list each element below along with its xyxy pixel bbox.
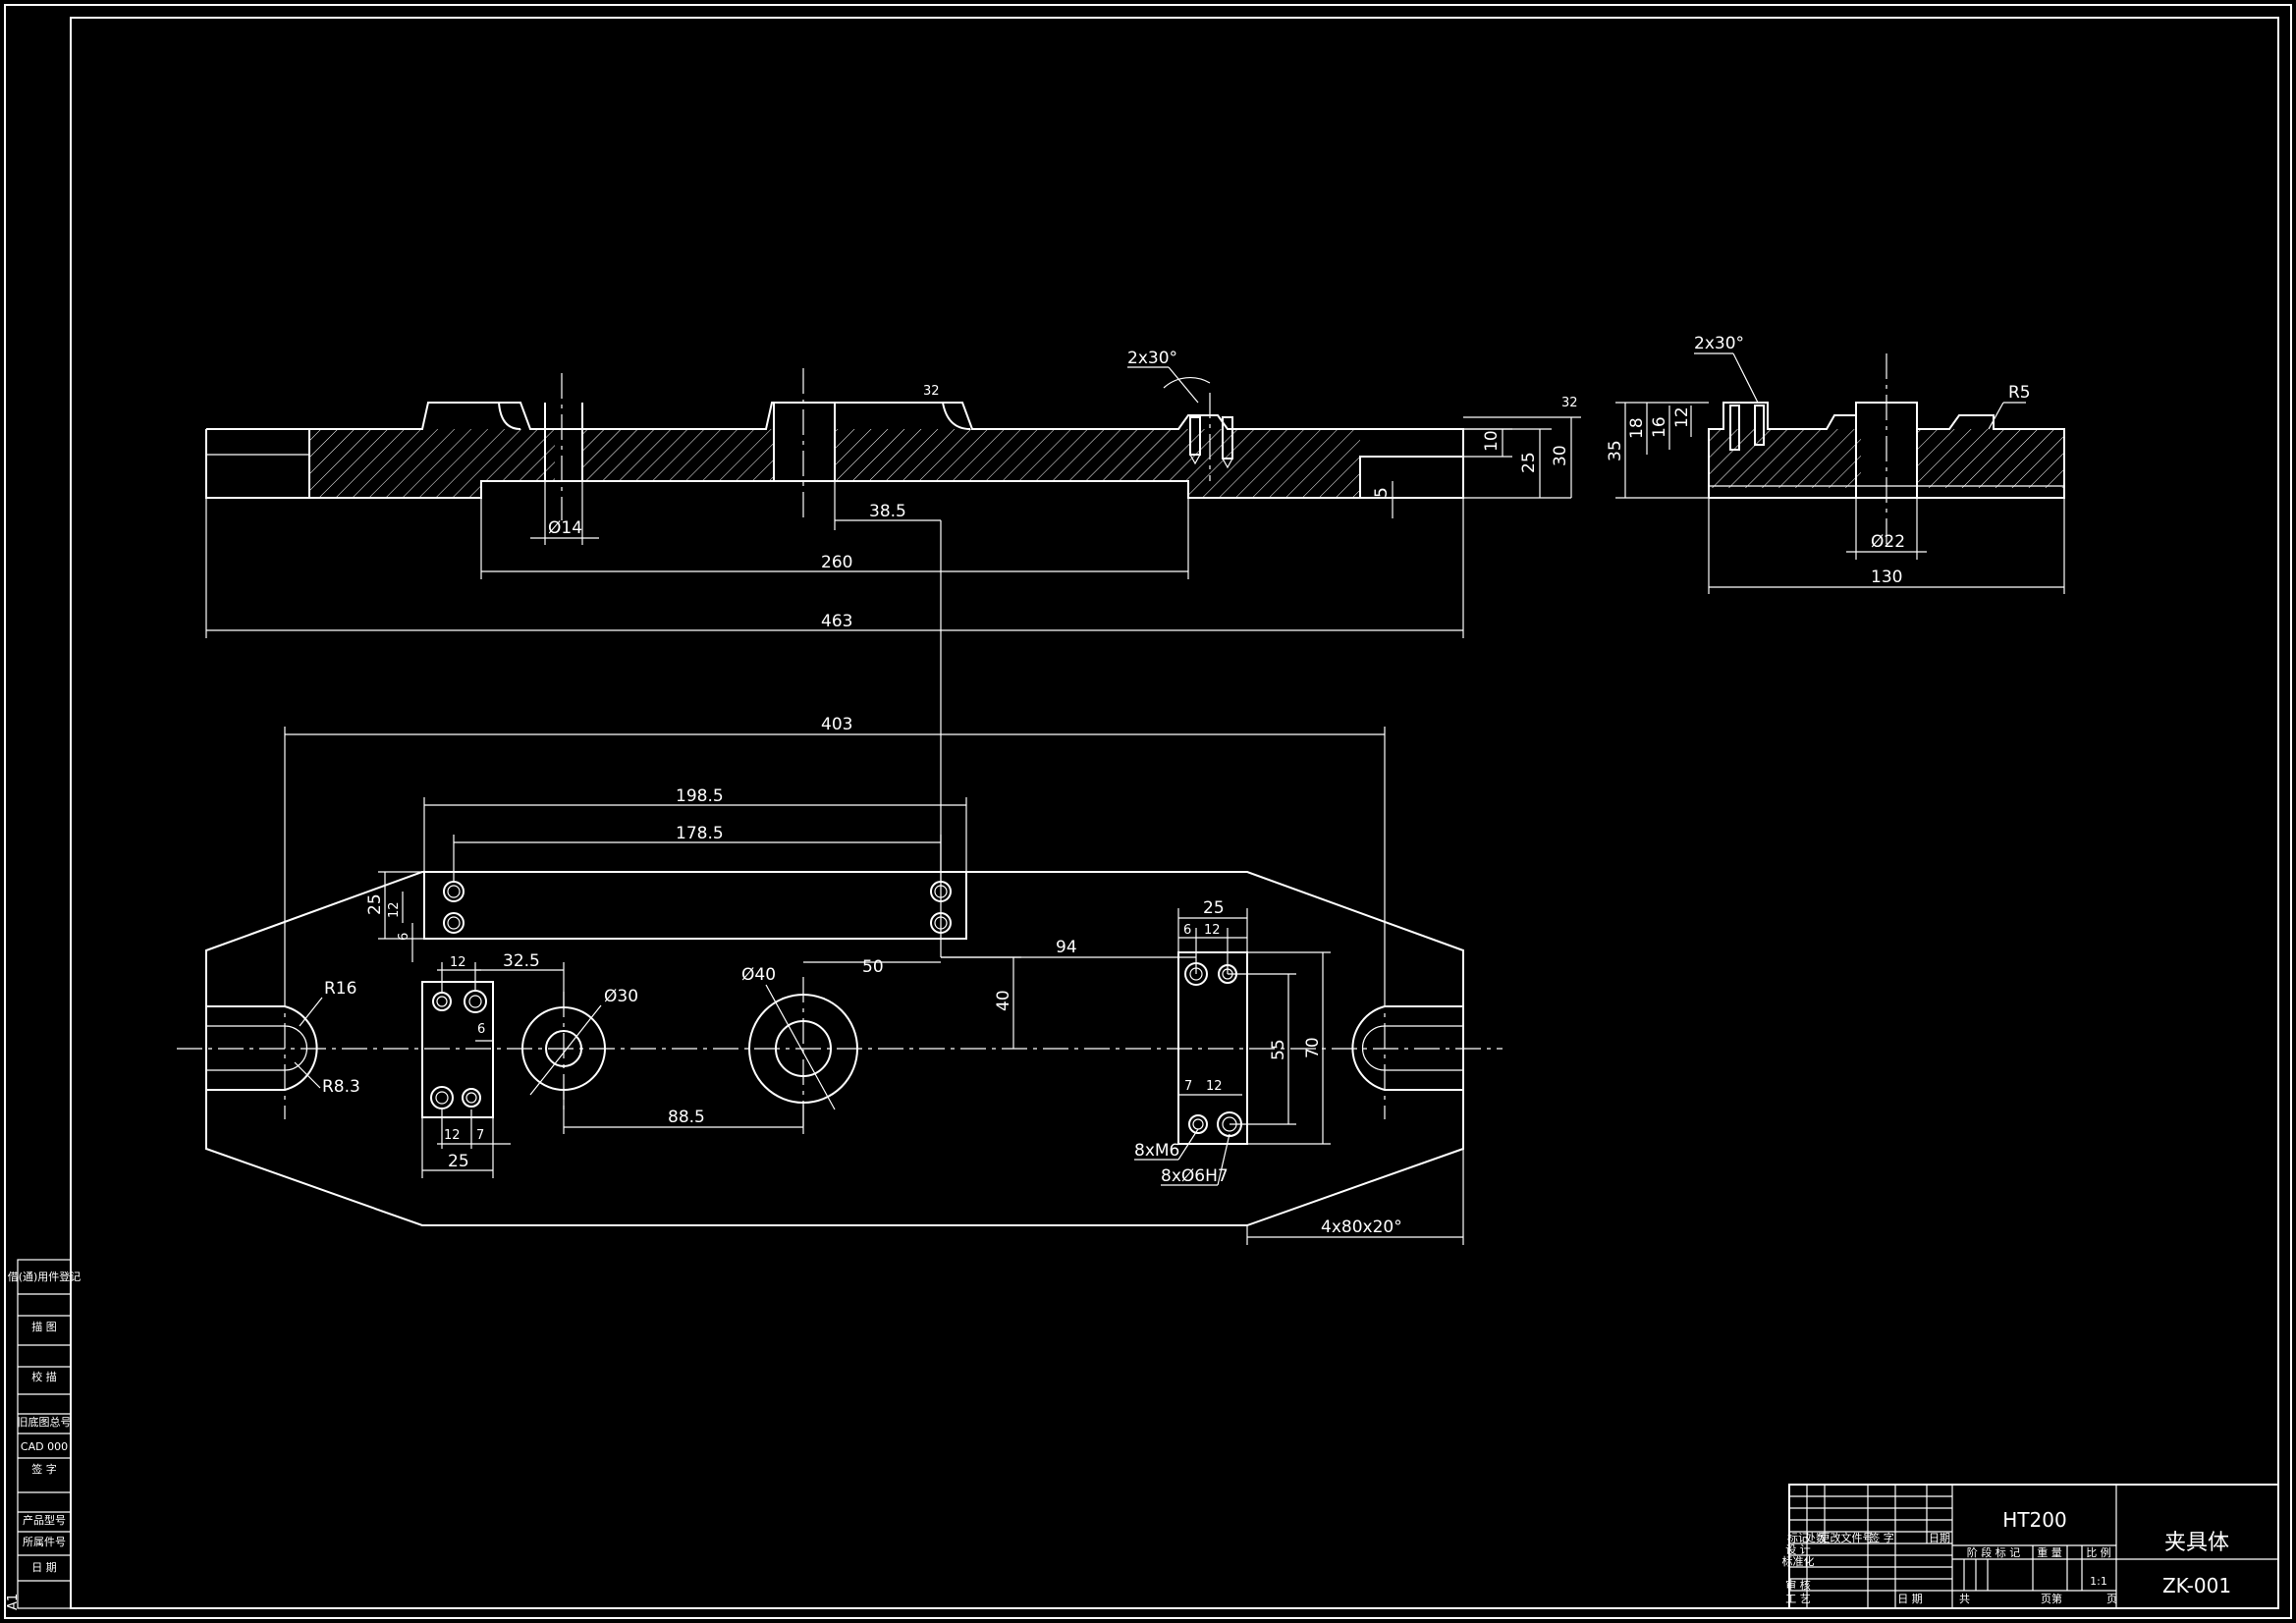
dim-diameter-40: Ø40 (741, 965, 776, 985)
dim-12-left: 12 (387, 901, 402, 918)
dim-70: 70 (1303, 1037, 1323, 1058)
sheet-suffix: 页 (2106, 1593, 2117, 1605)
weight-header: 重 量 (2037, 1545, 2062, 1559)
chamfer-callout: 4x80x20° (1321, 1217, 1402, 1237)
dim-25-right: 25 (1203, 898, 1225, 918)
dim-38-5: 38.5 (869, 502, 906, 521)
dim-18: 18 (1627, 417, 1647, 439)
strip-row-9: 日 期 (31, 1561, 57, 1574)
dim-25-plate: 25 (448, 1152, 469, 1171)
dim-6-left: 6 (397, 933, 411, 941)
rev-header-count: 处数 (1805, 1532, 1827, 1544)
dim-25-left: 25 (365, 893, 385, 915)
strip-row-3: 校 描 (31, 1370, 57, 1383)
scale-value: 1:1 (2090, 1575, 2107, 1588)
dim-10: 10 (1482, 430, 1502, 452)
front-chamfer-note: 2x30° (1127, 349, 1177, 368)
strip-row-8: 所属件号 (23, 1536, 66, 1548)
strip-row-1: 借(通)用件登记 (8, 1270, 82, 1283)
dim-7-right: 7 (1184, 1079, 1192, 1094)
dim-12-side: 12 (1672, 406, 1692, 428)
dim-16: 16 (1650, 416, 1669, 438)
dim-7-plate: 7 (476, 1128, 484, 1143)
dim-35: 35 (1606, 440, 1625, 461)
rev-header-mark: 标记 (1787, 1531, 1809, 1544)
dim-88-5: 88.5 (668, 1108, 705, 1127)
dim-6-plate: 6 (477, 1022, 485, 1037)
roughness-symbol: 32 (923, 384, 940, 399)
dim-6-right: 6 (1183, 923, 1191, 938)
dim-hole-diameter-14: Ø14 (548, 518, 582, 538)
side-chamfer-note: 2x30° (1694, 334, 1744, 353)
dim-hole-diameter-22: Ø22 (1871, 532, 1905, 552)
dim-198-5: 198.5 (676, 786, 724, 806)
dim-94: 94 (1056, 938, 1077, 957)
role-design: 设 计 (1785, 1543, 1811, 1556)
top-plan-view: 403 198.5 178.5 25 12 6 12 32.5 6 12 (177, 520, 1503, 1245)
dim-403: 403 (821, 715, 852, 734)
side-section-view: 2x30° R5 35 18 16 12 Ø22 130 (1606, 334, 2065, 594)
strip-row-4: 旧底图总号 (18, 1415, 72, 1429)
strip-row-6: 签 字 (31, 1462, 57, 1476)
dim-r5: R5 (2008, 383, 2031, 403)
dim-30: 30 (1551, 445, 1570, 466)
material-value: HT200 (2002, 1508, 2066, 1532)
rev-header-date: 日期 (1929, 1532, 1950, 1544)
dim-130: 130 (1871, 568, 1902, 587)
dim-260: 260 (821, 553, 852, 572)
sheet-size-label: A1 (6, 1594, 21, 1610)
strip-row-5: CAD 000 (21, 1440, 68, 1453)
dim-12-plate-bottom: 12 (444, 1128, 461, 1143)
dim-25: 25 (1519, 452, 1539, 473)
role-review: 审 核 (1785, 1578, 1811, 1592)
strip-row-7: 产品型号 (23, 1513, 66, 1527)
dim-463: 463 (821, 612, 852, 631)
pin-hole-callout: 8xØ6H7 (1161, 1166, 1229, 1186)
roughness-symbol: 32 (1561, 396, 1578, 410)
thread-callout: 8xM6 (1134, 1141, 1179, 1161)
dim-r16: R16 (324, 979, 356, 999)
dim-50: 50 (862, 957, 884, 977)
sheet-total: 共 (1959, 1593, 1970, 1605)
dim-diameter-30: Ø30 (604, 987, 638, 1006)
dim-12-plate-top: 12 (450, 955, 466, 970)
dim-40-vertical: 40 (994, 990, 1013, 1011)
dim-r8-3: R8.3 (322, 1077, 360, 1097)
title-block: HT200 夹具体 ZK-001 1:1 比 例 阶 段 标 记 重 量 标记 … (1782, 1484, 2279, 1609)
sheet-border (4, 4, 2292, 1619)
date-label: 日 期 (1897, 1593, 1923, 1605)
dim-12-right-top: 12 (1204, 923, 1221, 938)
sheet-number: 页第 (2041, 1592, 2062, 1605)
dim-178-5: 178.5 (676, 824, 724, 843)
rev-header-file: 更改文件号 (1820, 1531, 1874, 1544)
scale-header: 比 例 (2086, 1545, 2111, 1559)
dim-55: 55 (1269, 1039, 1288, 1060)
role-process: 工 艺 (1785, 1593, 1811, 1605)
rev-header-sign: 签 字 (1869, 1531, 1894, 1544)
role-standard: 标准化 (1782, 1554, 1815, 1568)
drawing-number: ZK-001 (2162, 1574, 2231, 1597)
part-name: 夹具体 (2164, 1531, 2229, 1555)
stage-header: 阶 段 标 记 (1967, 1545, 2021, 1559)
strip-row-2: 描 图 (31, 1320, 57, 1333)
dim-12-right-bottom: 12 (1206, 1079, 1223, 1094)
front-section-view: Ø14 38.5 260 463 10 25 30 5 2x30° 32 32 (205, 349, 1581, 638)
dim-5: 5 (1372, 487, 1392, 498)
dim-32-5: 32.5 (503, 951, 540, 971)
left-registration-strip: 借(通)用件登记 描 图 校 描 旧底图总号 CAD 000 签 字 产品型号 … (6, 1259, 82, 1610)
